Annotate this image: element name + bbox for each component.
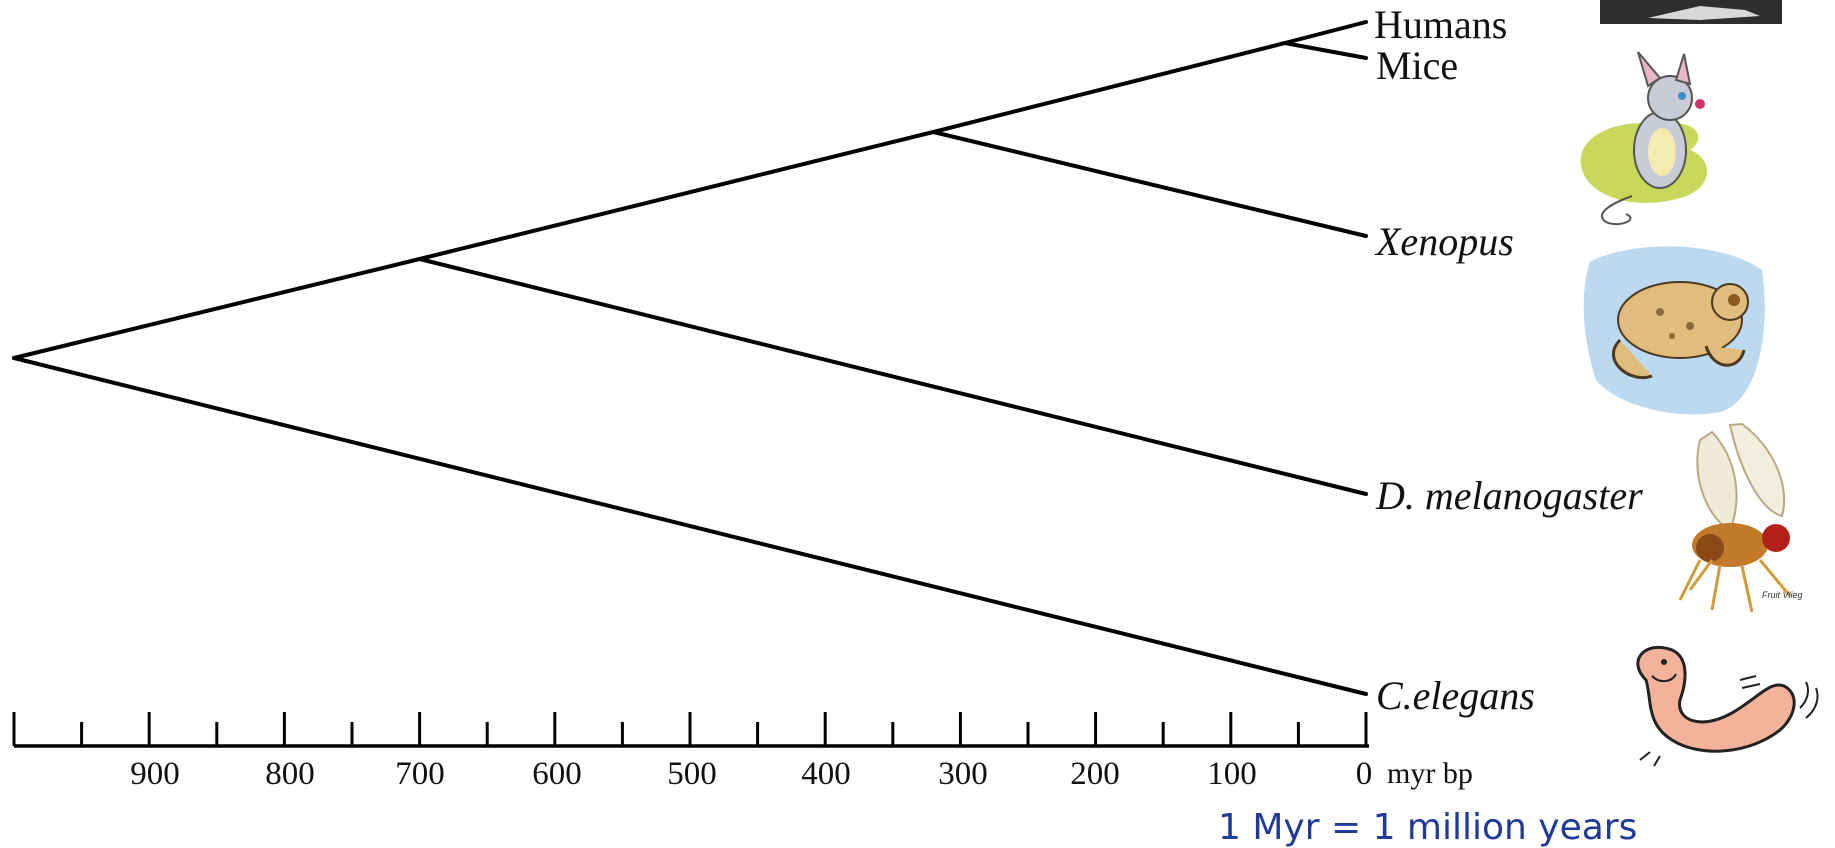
taxon-label-humans: Humans xyxy=(1374,2,1507,47)
tick-label-100: 100 xyxy=(1207,756,1257,792)
branch-root-to-vertebrates xyxy=(12,257,422,360)
tick-label-0: 0 xyxy=(1356,756,1373,792)
taxon-labels: Humans Mice Xenopus D. melanogaster C.el… xyxy=(1374,2,1643,718)
tick-label-600: 600 xyxy=(532,756,582,792)
human-illustration xyxy=(1600,0,1782,24)
tick-label-900: 900 xyxy=(130,756,180,792)
branch-mice xyxy=(1282,41,1368,60)
tick-label-800: 800 xyxy=(265,756,315,792)
branch-xenopus xyxy=(931,130,1368,238)
mouse-illustration xyxy=(1580,51,1708,226)
taxon-label-xenopus: Xenopus xyxy=(1374,219,1514,264)
branch-c-elegans xyxy=(12,356,1368,696)
axis-ticks xyxy=(12,712,1368,746)
worm-illustration xyxy=(1636,645,1819,767)
tick-label-500: 500 xyxy=(667,756,717,792)
taxon-label-mice: Mice xyxy=(1376,43,1458,88)
tick-label-200: 200 xyxy=(1070,756,1120,792)
tree-branches xyxy=(12,20,1368,696)
fruit-fly-caption: Fruit Vlieg xyxy=(1762,590,1803,600)
tick-label-300: 300 xyxy=(938,756,988,792)
axis-unit-label: myr bp xyxy=(1387,757,1473,790)
tick-label-700: 700 xyxy=(395,756,445,792)
taxon-label-c-elegans: C.elegans xyxy=(1376,673,1535,718)
branch-humans xyxy=(1282,20,1368,45)
branch-d-melanogaster xyxy=(417,257,1368,496)
branch-mammals xyxy=(931,41,1287,134)
footnote-text: 1 Myr = 1 million years xyxy=(1218,807,1637,848)
time-axis: 900 800 700 600 500 400 300 200 100 0 my… xyxy=(12,712,1473,792)
axis-tick-labels: 900 800 700 600 500 400 300 200 100 0 xyxy=(130,756,1372,792)
frog-illustration xyxy=(1583,246,1765,415)
taxon-label-d-melanogaster: D. melanogaster xyxy=(1375,473,1643,518)
tick-label-400: 400 xyxy=(801,756,851,792)
species-illustrations: Fruit Vlieg xyxy=(1580,0,1819,767)
branch-vertebrates xyxy=(417,130,936,261)
fruit-fly-illustration: Fruit Vlieg xyxy=(1678,422,1803,613)
